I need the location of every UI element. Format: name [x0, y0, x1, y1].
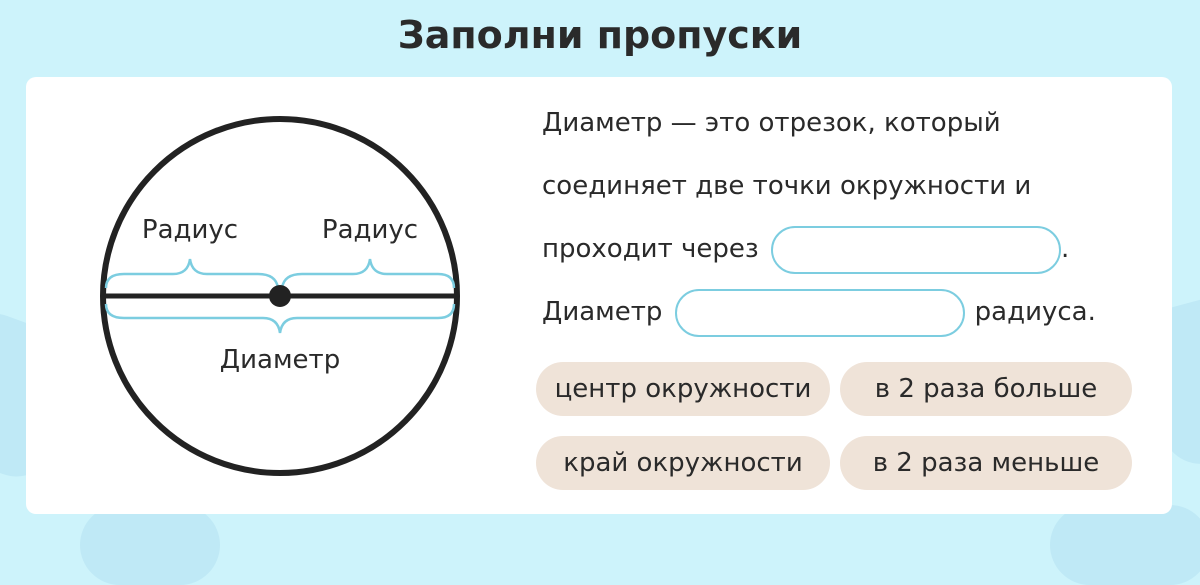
option-chip-edge[interactable]: край окружности [536, 436, 830, 490]
option-chip-center[interactable]: центр окружности [536, 362, 830, 416]
answer-blank-2[interactable] [674, 288, 965, 337]
option-chip-twice-smaller[interactable]: в 2 раза меньше [840, 436, 1132, 490]
radius-right-brace [280, 258, 456, 289]
page-title: Заполни пропуски [397, 13, 803, 57]
exercise-card: Радиус Радиус Диаметр Диаметр — это отре… [26, 77, 1172, 514]
radius-left-label: Радиус [142, 215, 238, 245]
center-point [269, 285, 291, 307]
option-chip-twice-bigger[interactable]: в 2 раза больше [840, 362, 1132, 416]
sentence-line-4: Диаметр радиуса. [542, 286, 1096, 338]
radius-right-label: Радиус [322, 215, 418, 245]
circle-outline [100, 116, 460, 476]
radius-left-brace [104, 258, 280, 289]
sentence-line-4-text: Диаметр [542, 297, 663, 327]
sentence-line-1: Диаметр — это отрезок, который [542, 108, 1001, 138]
circle-diagram: Радиус Радиус Диаметр [100, 116, 460, 476]
sentence-line-3: проходит через . [542, 223, 1069, 275]
sentence-line-3-text: проходит через [542, 234, 759, 264]
background-shape [1050, 505, 1200, 585]
background-shape [80, 505, 220, 585]
diameter-brace [104, 303, 456, 334]
diameter-label: Диаметр [220, 345, 340, 375]
sentence-line-3-end: . [1060, 234, 1070, 264]
sentence-line-4-end: радиуса. [974, 297, 1096, 327]
sentence-line-2: соединяет две точки окружности и [542, 171, 1032, 201]
answer-blank-1[interactable] [770, 225, 1061, 274]
